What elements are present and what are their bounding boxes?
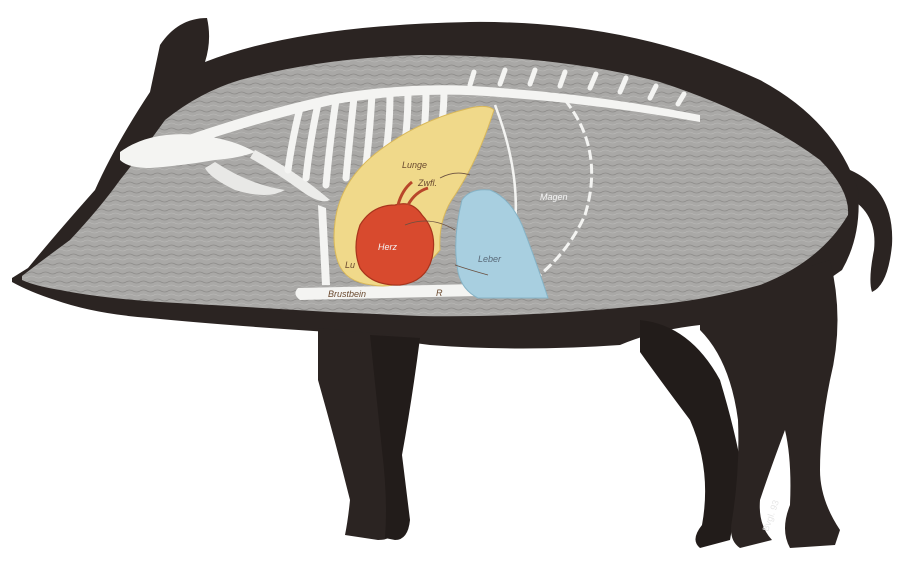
artist-signature: Bvgl. 93 (760, 499, 781, 533)
label-heart: Herz (378, 242, 398, 252)
label-liver: Leber (478, 254, 502, 264)
label-diaphragm: Zwfl. (417, 178, 437, 188)
label-rib: R (436, 288, 443, 298)
label-sternum: Brustbein (328, 289, 366, 299)
label-lung-lower: Lu (345, 260, 355, 270)
label-lung-upper: Lunge (402, 160, 427, 170)
label-stomach: Magen (540, 192, 568, 202)
